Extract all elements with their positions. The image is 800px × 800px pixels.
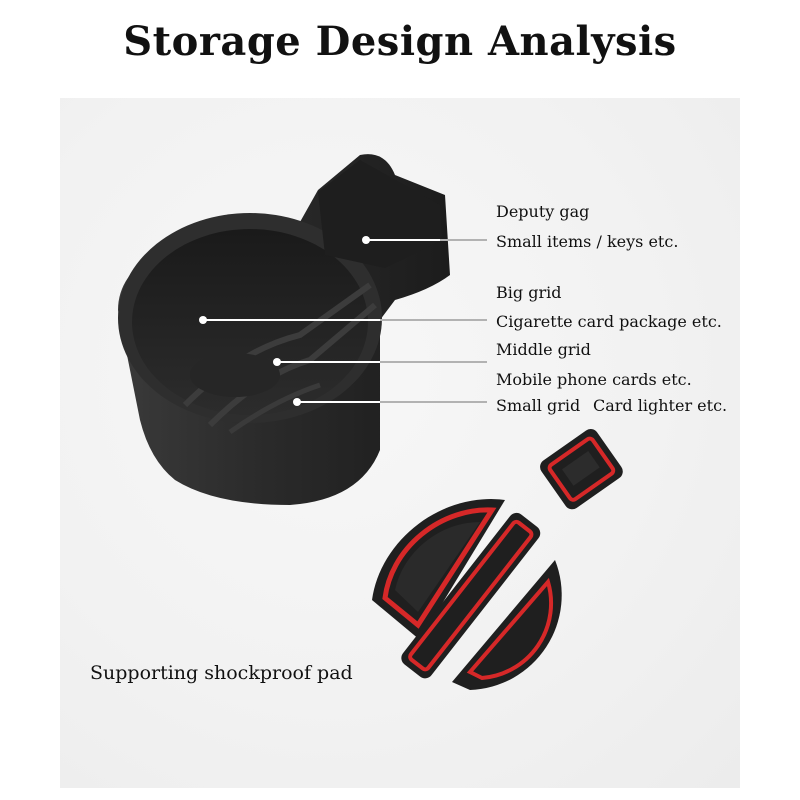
page-title: Storage Design Analysis [123,18,677,65]
label-small-grid: Small grid [496,396,581,415]
shockproof-pads [372,429,623,690]
cup-holder-organizer [118,154,450,505]
label-card-lighter: Card lighter etc. [593,396,728,415]
label-shockproof-pad: Supporting shockproof pad [90,662,353,684]
label-cigarette-card: Cigarette card package etc. [496,312,722,331]
label-deputy-gag: Deputy gag [496,202,590,221]
label-small-items: Small items / keys etc. [496,232,679,251]
label-middle-grid: Middle grid [496,340,591,359]
label-mobile-phone-cards: Mobile phone cards etc. [496,370,692,389]
label-big-grid: Big grid [496,283,562,302]
callout-lines [199,236,487,406]
